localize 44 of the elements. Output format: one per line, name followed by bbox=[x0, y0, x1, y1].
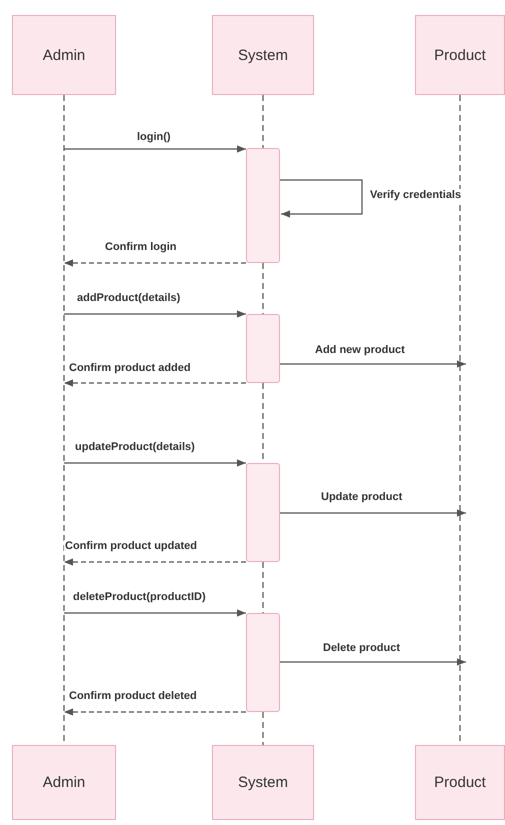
message-label: deleteProduct(productID) bbox=[72, 591, 207, 604]
lifeline bbox=[262, 712, 264, 745]
message-label: Confirm product added bbox=[68, 362, 192, 375]
participant-name: System bbox=[238, 774, 288, 791]
participant-name: Product bbox=[434, 46, 486, 64]
participant-name: Admin bbox=[42, 774, 86, 791]
lifeline bbox=[262, 263, 264, 314]
participant-box bbox=[212, 15, 314, 95]
participant-box bbox=[12, 745, 116, 820]
participant-box bbox=[415, 745, 505, 820]
participant-name: Admin bbox=[42, 46, 86, 64]
message-arrow bbox=[64, 708, 246, 716]
message-label: Confirm product updated bbox=[64, 540, 198, 553]
participant-name: System bbox=[238, 46, 288, 64]
message-label: updateProduct(details) bbox=[74, 441, 196, 454]
message-label: Add new product bbox=[314, 344, 406, 357]
message-arrow bbox=[64, 609, 246, 617]
lifeline bbox=[262, 562, 264, 613]
participant-box bbox=[12, 15, 116, 95]
message-arrow bbox=[64, 145, 246, 153]
activation-bar bbox=[246, 148, 280, 263]
message-arrow bbox=[64, 379, 246, 387]
message-label: Delete product bbox=[322, 642, 402, 655]
message-label: Update product bbox=[320, 491, 404, 504]
message-arrow bbox=[64, 459, 246, 467]
message-arrow bbox=[64, 310, 246, 318]
activation-bar bbox=[246, 463, 280, 562]
activation-bar bbox=[246, 314, 280, 383]
message-arrow bbox=[64, 558, 246, 566]
message-arrow bbox=[280, 509, 466, 517]
participant-box bbox=[415, 15, 505, 95]
message-label: Confirm login bbox=[104, 241, 178, 254]
message-arrow bbox=[280, 179, 363, 218]
message-label: addProduct(details) bbox=[76, 292, 182, 305]
message-label: login() bbox=[136, 131, 172, 144]
message-label: Verify credentials bbox=[369, 189, 462, 202]
activation-bar bbox=[246, 613, 280, 712]
message-arrow bbox=[64, 259, 246, 267]
message-arrow bbox=[280, 360, 466, 368]
message-label: Confirm product deleted bbox=[68, 690, 198, 703]
participant-box bbox=[212, 745, 314, 820]
participant-name: Product bbox=[434, 774, 486, 791]
lifeline bbox=[262, 95, 264, 148]
message-arrow bbox=[280, 658, 466, 666]
